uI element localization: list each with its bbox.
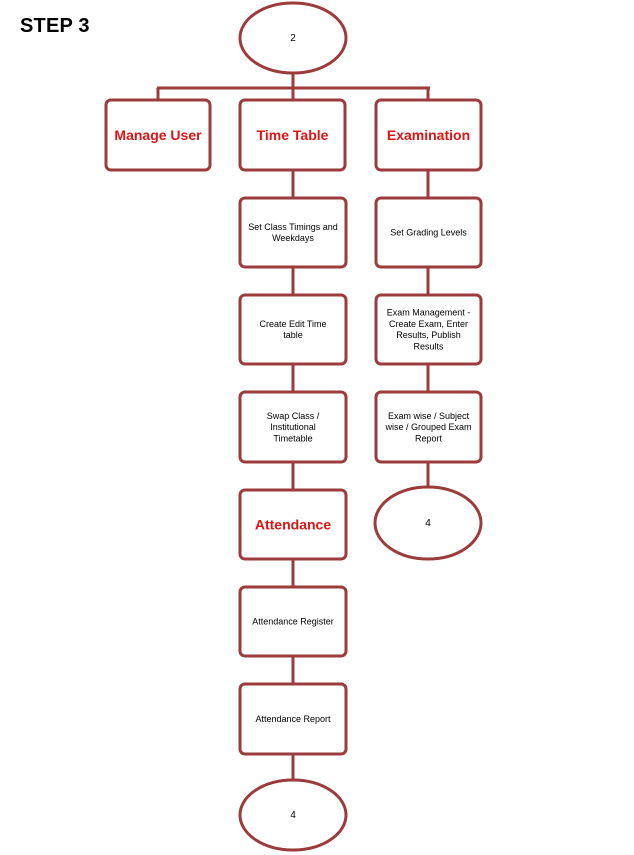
manage-user-box-label: Manage User	[114, 127, 202, 143]
examination-box: Examination	[374, 98, 483, 172]
time-table-box-label-line: Time Table	[257, 127, 329, 143]
connector-circle-2-shape	[238, 1, 348, 75]
attendance-register-box-shape	[238, 585, 348, 658]
attendance-register-box-label: Attendance Register	[252, 617, 334, 627]
connector-lines	[156, 73, 430, 780]
manage-user-box-label-line: Manage User	[114, 127, 202, 143]
exam-reports-box-shape	[374, 390, 483, 464]
exam-management-box-label-line: Results	[413, 341, 444, 351]
exam-reports-box-label-line: wise / Grouped Exam	[384, 422, 471, 432]
examination-box-label: Examination	[387, 127, 470, 143]
swap-class-box-shape	[238, 390, 348, 464]
set-grading-levels-box: Set Grading Levels	[374, 196, 483, 269]
swap-class-box-label-line: Institutional	[270, 422, 316, 432]
connector-circle-4-left-label: 4	[290, 810, 296, 821]
connector-circle-4-left-label-line: 4	[290, 810, 296, 821]
attendance-report-box-label: Attendance Report	[255, 714, 331, 724]
step-title: STEP 3	[20, 15, 90, 37]
attendance-report-box-shape	[238, 682, 348, 756]
attendance-box: Attendance	[238, 488, 348, 561]
exam-management-box-label-line: Results, Publish	[396, 330, 461, 340]
set-grading-levels-box-label: Set Grading Levels	[390, 228, 467, 238]
connector-circle-4-left: 4	[238, 778, 348, 852]
create-edit-timetable-box-label-line: table	[283, 330, 303, 340]
connector-circle-4-left-shape	[238, 778, 348, 852]
attendance-report-box-label-line: Attendance Report	[255, 714, 331, 724]
examination-box-shape	[374, 98, 483, 172]
connector-circle-4-right-shape	[373, 485, 483, 561]
set-class-timings-box-shape	[238, 196, 348, 269]
exam-management-box-label-line: Create Exam, Enter	[389, 319, 468, 329]
attendance-register-box: Attendance Register	[238, 585, 348, 658]
set-grading-levels-box-label-line: Set Grading Levels	[390, 228, 467, 238]
connector-circle-2-label-line: 2	[290, 33, 296, 44]
time-table-box-label: Time Table	[257, 127, 329, 143]
attendance-box-label-line: Attendance	[255, 517, 331, 533]
set-class-timings-box-label-line: Weekdays	[272, 233, 314, 243]
set-grading-levels-box-shape	[374, 196, 483, 269]
examination-box-label-line: Examination	[387, 127, 470, 143]
connector-circle-4-right-label-line: 4	[425, 518, 431, 529]
exam-reports-box-label-line: Exam wise / Subject	[388, 411, 470, 421]
attendance-register-box-label-line: Attendance Register	[252, 617, 334, 627]
attendance-box-label: Attendance	[255, 517, 331, 533]
connector-circle-4-right: 4	[373, 485, 483, 561]
swap-class-box-label-line: Swap Class /	[267, 411, 320, 421]
time-table-box: Time Table	[238, 98, 347, 172]
connector-circle-2-label: 2	[290, 33, 296, 44]
manage-user-box: Manage User	[104, 98, 212, 172]
attendance-report-box: Attendance Report	[238, 682, 348, 756]
time-table-box-shape	[238, 98, 347, 172]
set-class-timings-box-label-line: Set Class Timings and	[248, 222, 338, 232]
swap-class-box-label-line: Timetable	[273, 433, 312, 443]
manage-user-box-shape	[104, 98, 212, 172]
attendance-box-shape	[238, 488, 348, 561]
exam-management-box-shape	[374, 293, 483, 366]
exam-reports-box-label-line: Report	[415, 433, 443, 443]
create-edit-timetable-box-shape	[238, 293, 348, 366]
connector-circle-4-right-label: 4	[425, 518, 431, 529]
connector-circle-2: 2	[238, 1, 348, 75]
exam-management-box-label-line: Exam Management -	[387, 308, 471, 318]
create-edit-timetable-box-label-line: Create Edit Time	[259, 319, 326, 329]
